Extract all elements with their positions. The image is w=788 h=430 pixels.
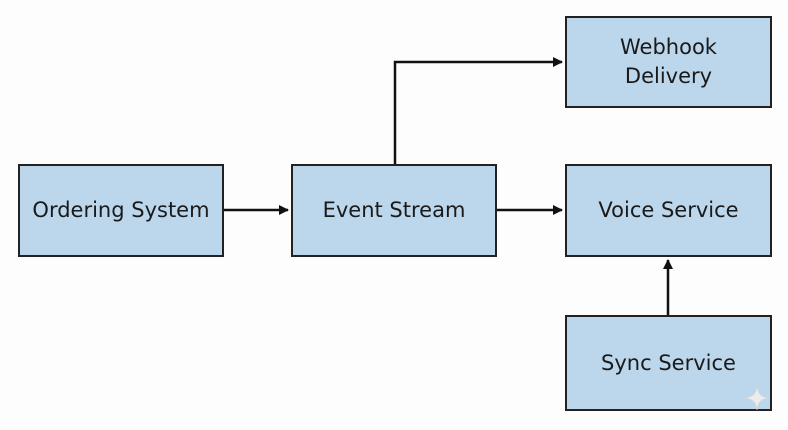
node-ordering-system: Ordering System <box>18 164 224 257</box>
sparkle-icon <box>744 385 770 411</box>
edge-event-to-webhook <box>393 57 563 164</box>
node-sync-service: Sync Service <box>565 315 772 411</box>
node-webhook-delivery: Webhook Delivery <box>565 16 772 108</box>
node-voice-service: Voice Service <box>565 164 772 257</box>
node-event-stream: Event Stream <box>291 164 497 257</box>
